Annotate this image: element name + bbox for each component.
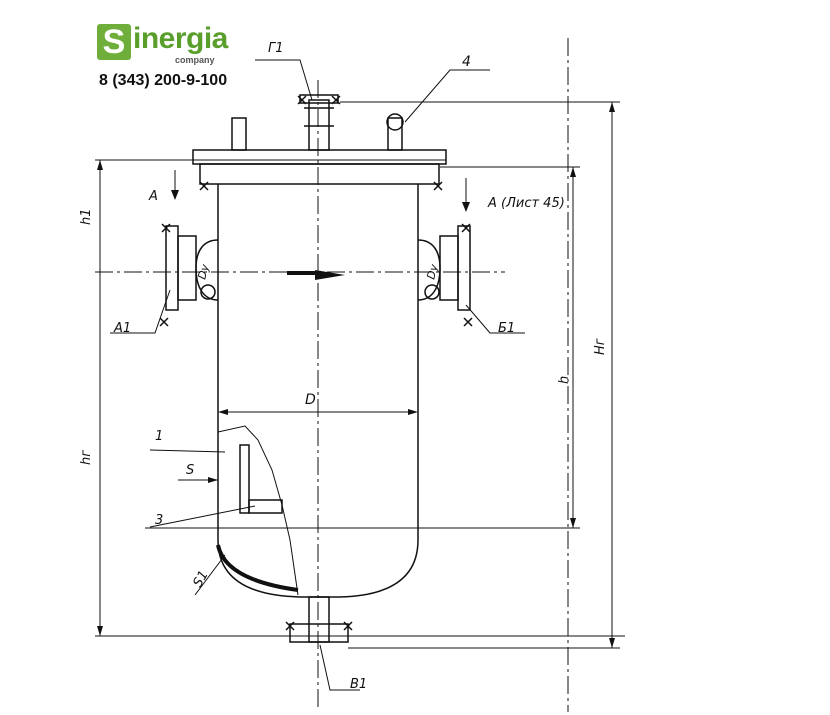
label-Hg: Hг [593,338,608,355]
label-D: D [305,392,316,408]
logo-word: inergia [133,22,228,55]
label-g1: Г1 [268,41,284,56]
vessel-body [217,184,419,598]
label-v1: В1 [350,677,367,692]
label-dy-left: Dy [195,262,212,280]
label-h: h [557,376,572,384]
bottom-flange [289,623,349,643]
label-b1: Б1 [498,321,515,336]
logo-s-box: S [97,24,131,60]
internal-support [248,499,283,514]
label-item3: 3 [155,513,163,528]
label-section-a-right: А (Лист 45) [487,196,565,211]
label-a1: А1 [113,321,131,336]
lug-right-eye [386,113,404,131]
sinergia-logo: S inergia company 8 (343) 200-9-100 [97,22,257,97]
label-S1: S1 [190,568,211,590]
label-section-a-left: А [148,189,158,204]
label-h1: h1 [79,208,94,225]
label-item1: 1 [155,429,163,444]
left-nozzle-flange [165,225,179,311]
label-item4: 4 [462,54,471,70]
bottom-wall-section [216,544,299,592]
logo-letter: S [102,23,126,61]
logo-sub: company [175,55,215,65]
lug-left [231,117,247,151]
phone-number: 8 (343) 200-9-100 [99,72,228,89]
top-flange [192,149,447,165]
label-S: S [186,463,194,478]
label-hg: hг [79,450,94,465]
cover-flange [199,163,440,185]
right-nozzle-flange [457,225,471,311]
internal-baffle [239,444,250,514]
lug-right [387,117,403,151]
label-dy-right: Dy [424,262,441,280]
flow-arrow [315,270,345,280]
bottom-nozzle [308,596,330,643]
top-nozzle [308,99,330,151]
